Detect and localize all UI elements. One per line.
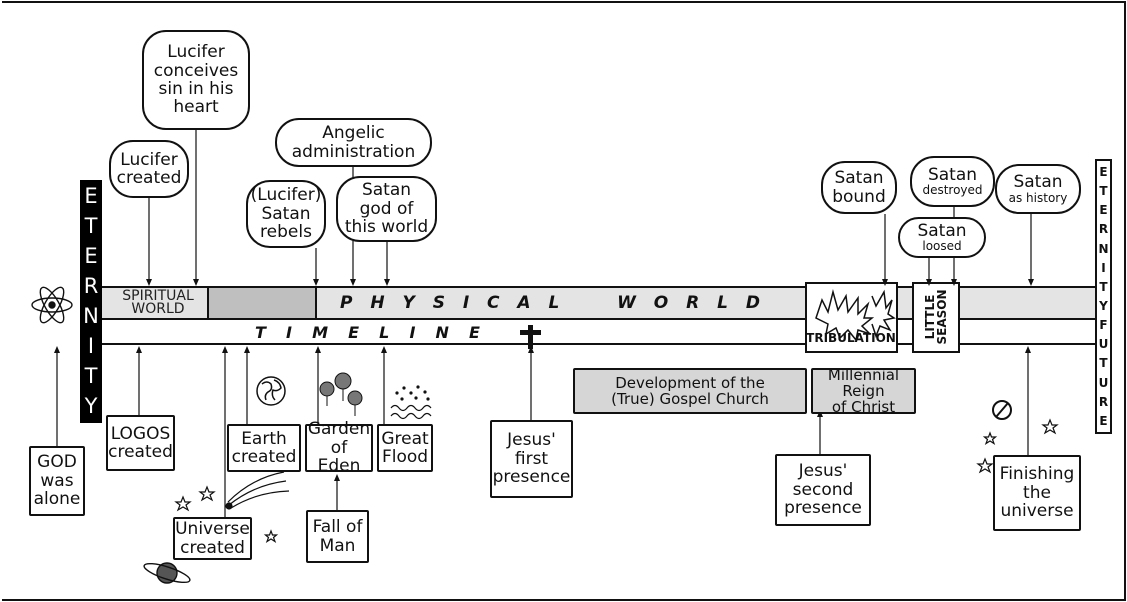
no-entry-icon [992, 400, 1012, 420]
logos-created-box: LOGOS created [106, 415, 175, 471]
satan-destroyed-title: Satan [927, 164, 978, 185]
little-season-label: LITTLE SEASON [923, 289, 949, 345]
star-icon [174, 418, 1059, 543]
arrowheads [54, 279, 1034, 481]
spiritual-gray-segment [207, 286, 317, 320]
eternity-letter: T [84, 364, 98, 388]
comet-icon [225, 471, 290, 510]
tree-icon [319, 372, 363, 416]
eternity-letter: R [83, 274, 99, 298]
millennial-reign-box: Millennial Reign of Christ [811, 367, 916, 415]
garden-of-eden-box: Garden of Eden [305, 420, 373, 475]
gospel-church-box: Development of the (True) Gospel Church [573, 368, 807, 414]
lucifer-created-bubble: Lucifer created [109, 140, 189, 198]
great-flood-box: Great Flood [377, 424, 433, 472]
god-alone-box: GOD was alone [29, 446, 85, 516]
fall-of-man-box: Fall of Man [306, 510, 369, 563]
satan-rebels-bubble: (Lucifer) Satan rebels [246, 180, 326, 248]
satan-loosed-bubble: Satan loosed [898, 217, 986, 258]
eternity-letter: Y [84, 394, 98, 418]
satan-history-title: Satan [1013, 172, 1063, 193]
eternity-letter: E [84, 184, 98, 208]
satan-destroyed-subtitle: destroyed [922, 183, 983, 198]
spiritual-world-label: SPIRITUAL WORLD [122, 288, 194, 317]
jesus-first-presence-box: Jesus' first presence [490, 420, 573, 498]
eternity-letter: I [87, 334, 95, 358]
explosion-icon [815, 289, 896, 342]
satan-bound-bubble: Satan bound [821, 161, 897, 214]
finishing-universe-box: Finishing the universe [993, 455, 1081, 531]
eternity-letter: E [84, 244, 98, 268]
angelic-administration-bubble: Angelic administration [275, 118, 432, 167]
satan-god-of-world-bubble: Satan god of this world [336, 176, 437, 242]
little-season-block [912, 282, 960, 353]
tribulation-block [805, 282, 898, 353]
satan-history-subtitle: as history [1008, 190, 1068, 205]
lucifer-conceives-bubble: Lucifer conceives sin in his heart [142, 30, 250, 130]
globe-icon [256, 376, 286, 406]
satan-destroyed-bubble: Satan destroyed [910, 156, 995, 207]
earth-created-box: Earth created [227, 424, 301, 472]
planet-icon [143, 562, 191, 584]
jesus-second-presence-box: Jesus' second presence [775, 454, 871, 526]
cross-icon [520, 325, 541, 349]
universe-created-box: Universe created [173, 517, 252, 560]
satan-loosed-title: Satan [917, 220, 967, 241]
tribulation-label: TRIBULATION [806, 331, 896, 345]
satan-loosed-subtitle: loosed [922, 239, 962, 254]
rain-icon [390, 385, 432, 420]
eternity-letter: N [83, 304, 99, 328]
satan-history-bubble: Satan as history [995, 164, 1081, 214]
eternity-letter: T [84, 214, 98, 238]
atom-icon [31, 286, 73, 324]
